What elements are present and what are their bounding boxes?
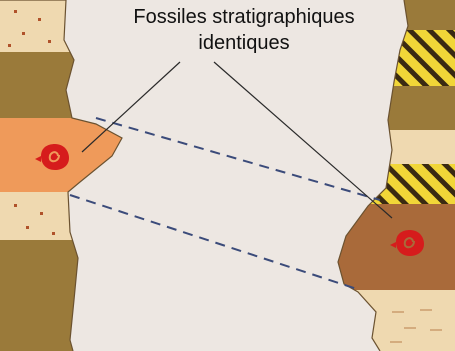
caption-line-1: Fossiles stratigraphiques (94, 4, 394, 30)
diagram-caption: Fossiles stratigraphiques identiques (94, 4, 394, 56)
caption-line-2: identiques (94, 30, 394, 56)
